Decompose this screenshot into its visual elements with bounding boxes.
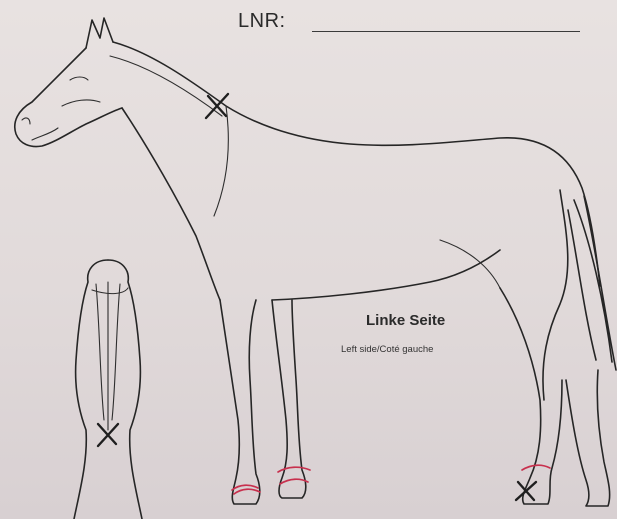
neck-underside xyxy=(122,108,220,300)
head-outline xyxy=(15,48,122,147)
front-view-right-outline xyxy=(108,260,142,519)
shoulder-line xyxy=(214,106,228,216)
view-title: Linke Seite xyxy=(366,312,445,329)
ears xyxy=(86,18,113,48)
mouth xyxy=(32,128,58,140)
hind-leg-far xyxy=(566,370,610,506)
nostril xyxy=(22,118,30,124)
front-view-forelock xyxy=(92,288,128,294)
front-leg-near xyxy=(220,300,260,504)
view-subtitle: Left side/Coté gauche xyxy=(341,344,433,355)
hind-fetlock-marking-x xyxy=(516,482,536,500)
flank-line xyxy=(440,240,500,288)
horse-outline-front-view xyxy=(74,260,142,519)
front-view-face-lines xyxy=(96,282,120,430)
front-view-left-outline xyxy=(74,260,108,519)
belly xyxy=(272,250,500,300)
cheek-line xyxy=(62,100,100,106)
topline xyxy=(113,42,600,286)
hindquarter xyxy=(543,190,568,400)
hoof-marking-front-near xyxy=(232,485,260,494)
hoof-marking-hind xyxy=(522,465,550,470)
eye xyxy=(70,77,88,80)
tail xyxy=(568,196,616,370)
